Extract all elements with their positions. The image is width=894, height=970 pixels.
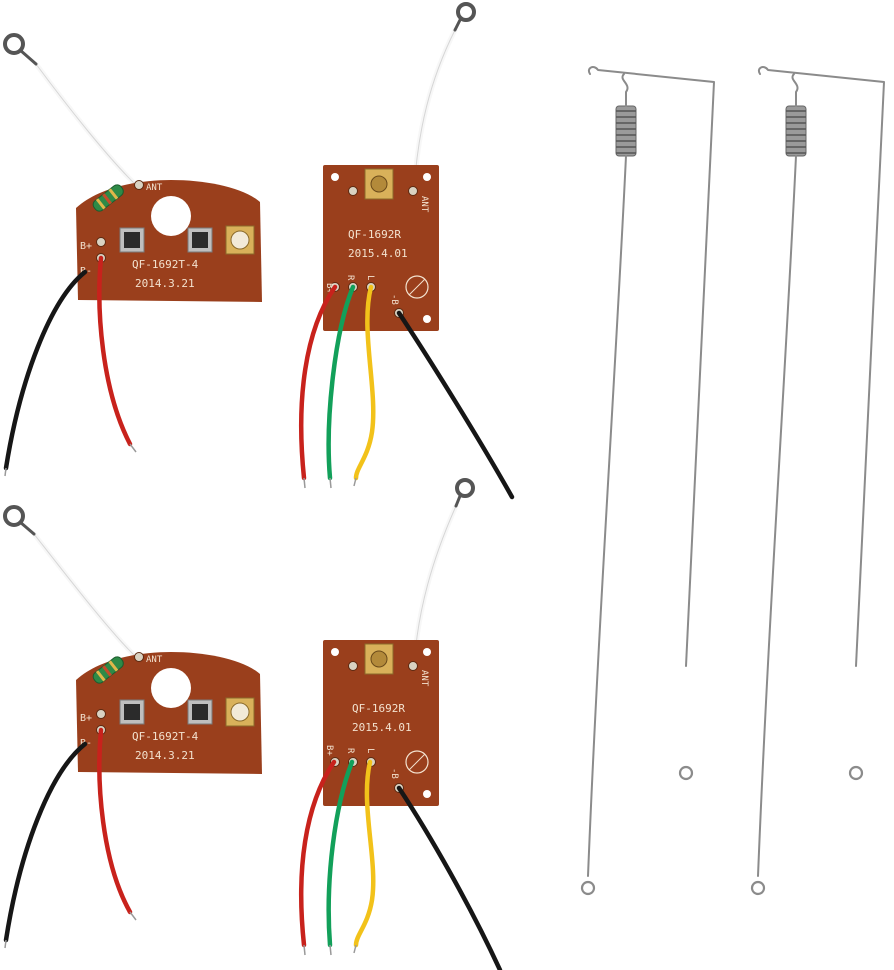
board-model: QF-1692T-4 — [132, 258, 199, 271]
antenna-ring-icon — [3, 33, 25, 55]
board-date: 2014.3.21 — [135, 749, 195, 762]
board-model: QF-1692R — [352, 702, 405, 715]
board-date: 2015.4.01 — [352, 721, 412, 734]
transmitter-board-2: B+ B- ANT QF-1692T-4 2014.3.21 — [3, 505, 263, 949]
pad-label-right: R — [345, 275, 355, 281]
pad-label-antenna: ANT — [419, 196, 429, 213]
pad-label-left: L — [365, 275, 375, 280]
pad-label-negative: -B — [389, 294, 399, 305]
board-date: 2015.4.01 — [348, 247, 408, 260]
pad-label-right: R — [345, 748, 355, 754]
pad-label-positive: B+ — [80, 713, 92, 724]
board-date: 2014.3.21 — [135, 277, 195, 290]
pad-label-antenna: ANT — [419, 670, 429, 687]
antenna-ring-icon — [456, 2, 476, 22]
pad-label-left: L — [365, 748, 375, 753]
antenna-ring-icon — [455, 478, 475, 498]
antenna-ring-icon — [3, 505, 25, 527]
pad-label-antenna: ANT — [146, 183, 163, 193]
pad-label-negative: -B — [389, 768, 399, 779]
receiver-board-1: ANT QF-1692R 2015.4.01 B+ R L -B — [299, 2, 515, 500]
pad-label-positive: B+ — [80, 241, 92, 252]
receiver-board-2: ANT QF-1692R 2015.4.01 B+ R L -B — [298, 478, 503, 970]
pad-label-antenna: ANT — [146, 655, 163, 665]
spring-antenna-1 — [580, 65, 716, 896]
pad-label-positive: B+ — [324, 283, 334, 294]
transmitter-board-1: ANT B+ B- QF-1692T-4 2014.3.21 — [3, 33, 263, 477]
board-model: QF-1692R — [348, 228, 401, 241]
pad-label-positive: B+ — [324, 745, 334, 756]
board-model: QF-1692T-4 — [132, 730, 199, 743]
spring-antenna-2 — [750, 65, 886, 896]
